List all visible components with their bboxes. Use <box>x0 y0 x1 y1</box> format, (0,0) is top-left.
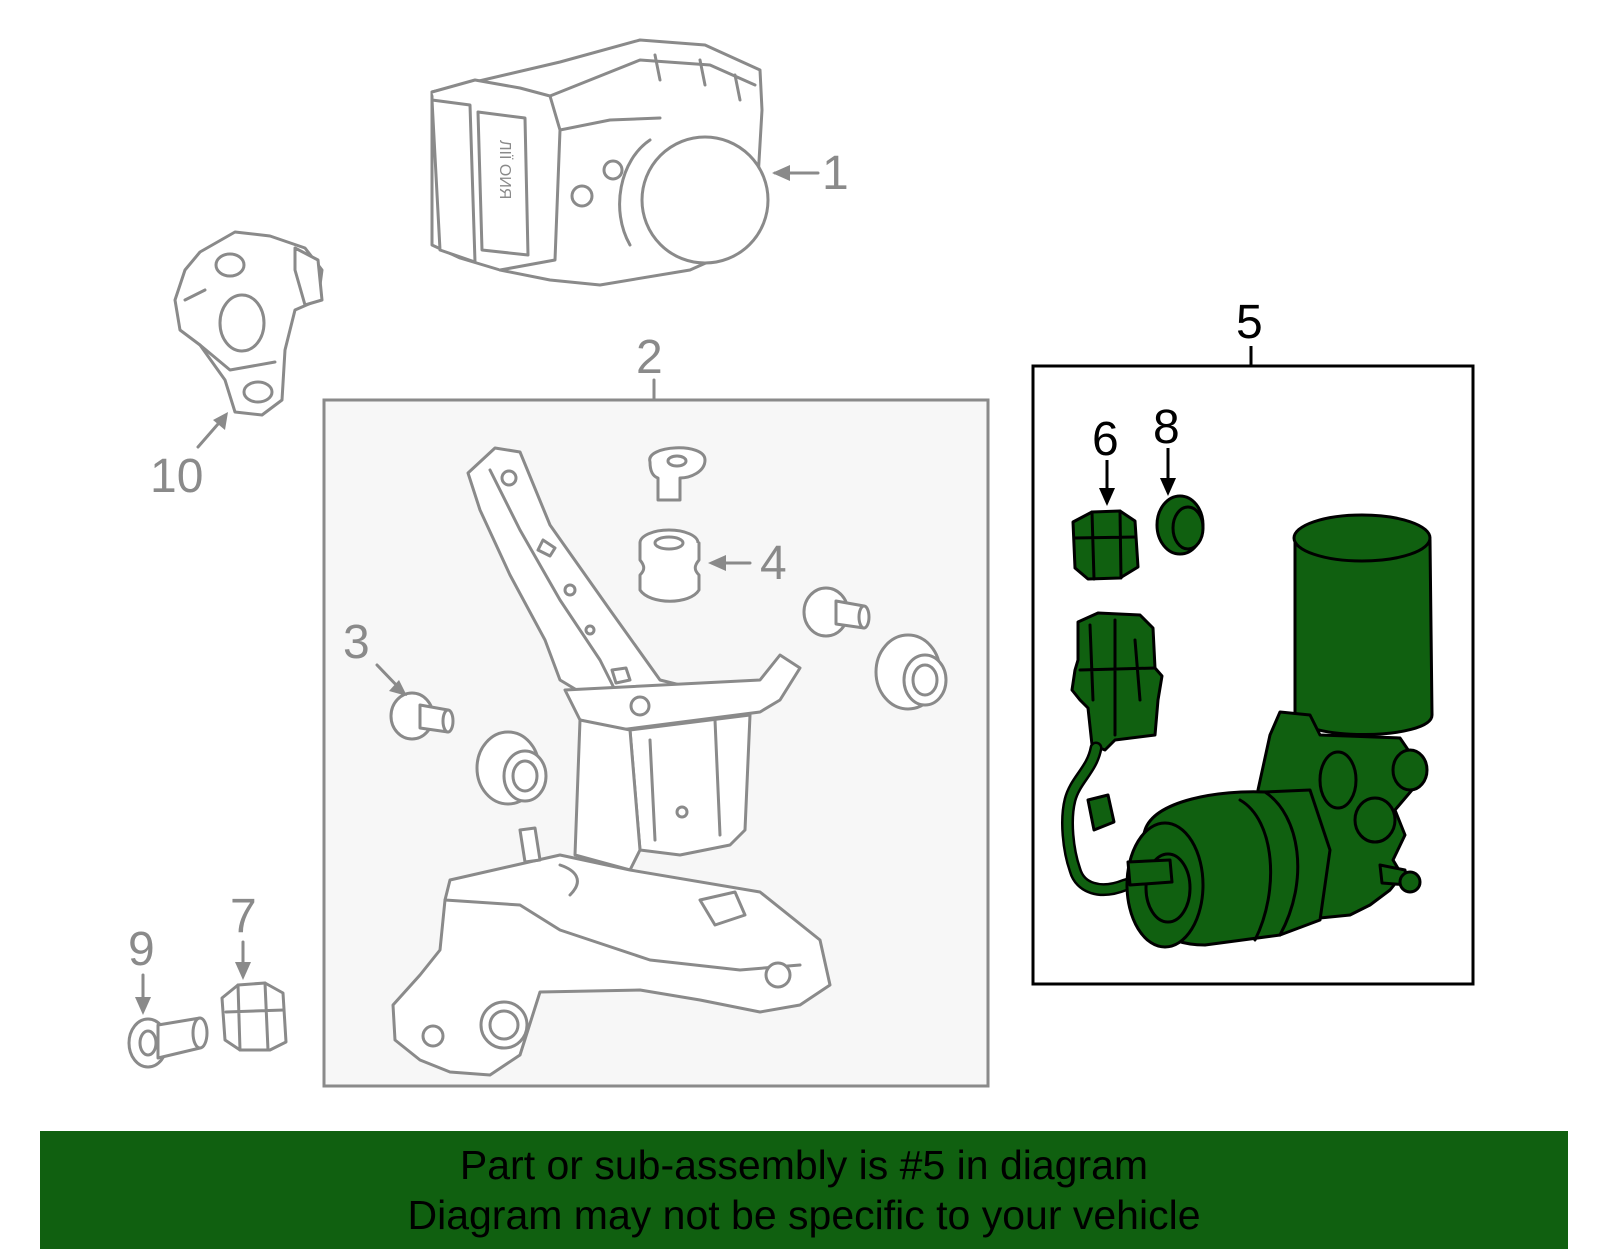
seal-ring-icon[interactable] <box>1155 494 1205 556</box>
bolt-icon-2[interactable] <box>802 586 871 638</box>
callout-7-leader <box>235 940 251 980</box>
abs-modulator-icon[interactable]: ЛІЇ ОИЯ <box>430 38 770 287</box>
banner-line-1: Part or sub-assembly is #5 in diagram <box>459 1142 1149 1188</box>
sensor-icon[interactable] <box>173 230 324 417</box>
callout-4: 4 <box>760 537 787 590</box>
cushion-icon[interactable] <box>220 981 288 1052</box>
mounting-bracket-icon[interactable] <box>391 446 832 1077</box>
callout-9: 9 <box>128 923 155 976</box>
callout-2: 2 <box>636 331 663 384</box>
grommet-icon-2[interactable] <box>638 528 701 603</box>
grommet-icon[interactable] <box>648 446 707 502</box>
grommet-icon-3[interactable] <box>475 730 548 806</box>
callout-10-leader <box>196 412 228 449</box>
info-banner: Part or sub-assembly is #5 in diagram Di… <box>40 1131 1568 1249</box>
callout-7: 7 <box>230 890 257 943</box>
callout-3: 3 <box>343 616 370 669</box>
callout-5: 5 <box>1236 296 1263 349</box>
callout-3-leader <box>375 663 407 696</box>
callout-8-leader <box>1160 448 1176 496</box>
grommet-icon-4[interactable] <box>874 633 948 711</box>
callout-4-leader <box>708 555 752 571</box>
callout-9-leader <box>135 973 151 1015</box>
callout-6: 6 <box>1092 413 1119 466</box>
callout-6-leader <box>1099 460 1115 506</box>
banner-line-2: Diagram may not be specific to your vehi… <box>407 1192 1201 1238</box>
pump-motor-assembly-icon[interactable] <box>1061 513 1434 949</box>
callout-1-leader <box>772 165 820 181</box>
cushion-icon-highlighted[interactable] <box>1071 509 1140 581</box>
callout-8: 8 <box>1153 401 1180 454</box>
collar-icon[interactable] <box>127 1016 209 1069</box>
callout-10: 10 <box>150 450 203 503</box>
bolt-icon[interactable] <box>389 691 455 741</box>
svg-text:ЛІЇ ОИЯ: ЛІЇ ОИЯ <box>496 140 514 199</box>
callout-1: 1 <box>822 147 849 200</box>
